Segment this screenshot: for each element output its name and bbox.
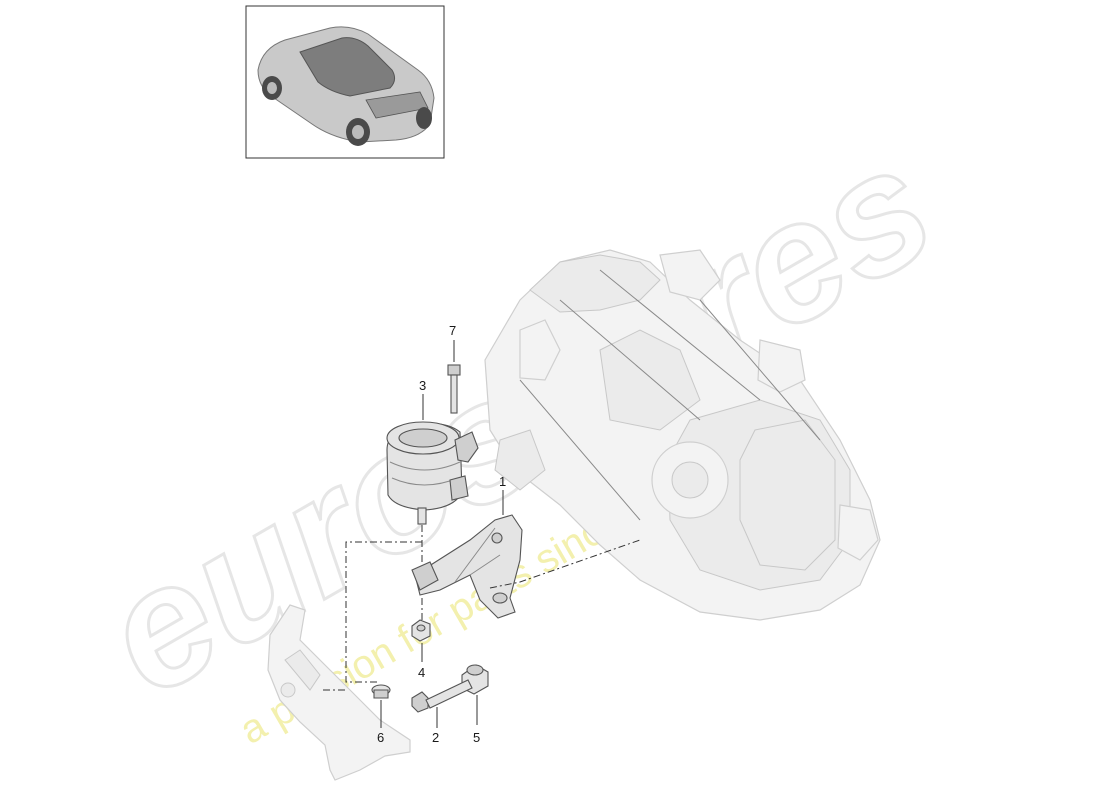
transmission-bracket[interactable] — [411, 514, 523, 619]
hex-nut[interactable] — [411, 619, 431, 642]
callout-1[interactable]: 1 — [499, 474, 506, 489]
callout-3[interactable]: 3 — [419, 378, 426, 393]
mount-bolt[interactable] — [447, 364, 461, 414]
flange-nut[interactable] — [371, 684, 391, 699]
callout-5[interactable]: 5 — [473, 730, 480, 745]
transmission-housing — [484, 249, 881, 621]
callout-labels: 7 3 1 4 2 5 6 — [377, 323, 506, 745]
callout-7[interactable]: 7 — [449, 323, 456, 338]
long-bolt[interactable] — [411, 679, 473, 713]
car-icon — [257, 26, 435, 146]
callout-2[interactable]: 2 — [432, 730, 439, 745]
vehicle-thumbnail[interactable] — [245, 5, 445, 159]
engine-mount[interactable] — [386, 421, 479, 525]
callout-4[interactable]: 4 — [418, 665, 425, 680]
body-bracket — [267, 604, 411, 781]
callout-6[interactable]: 6 — [377, 730, 384, 745]
assembly-lines — [320, 525, 641, 691]
leader-lines — [380, 340, 504, 728]
